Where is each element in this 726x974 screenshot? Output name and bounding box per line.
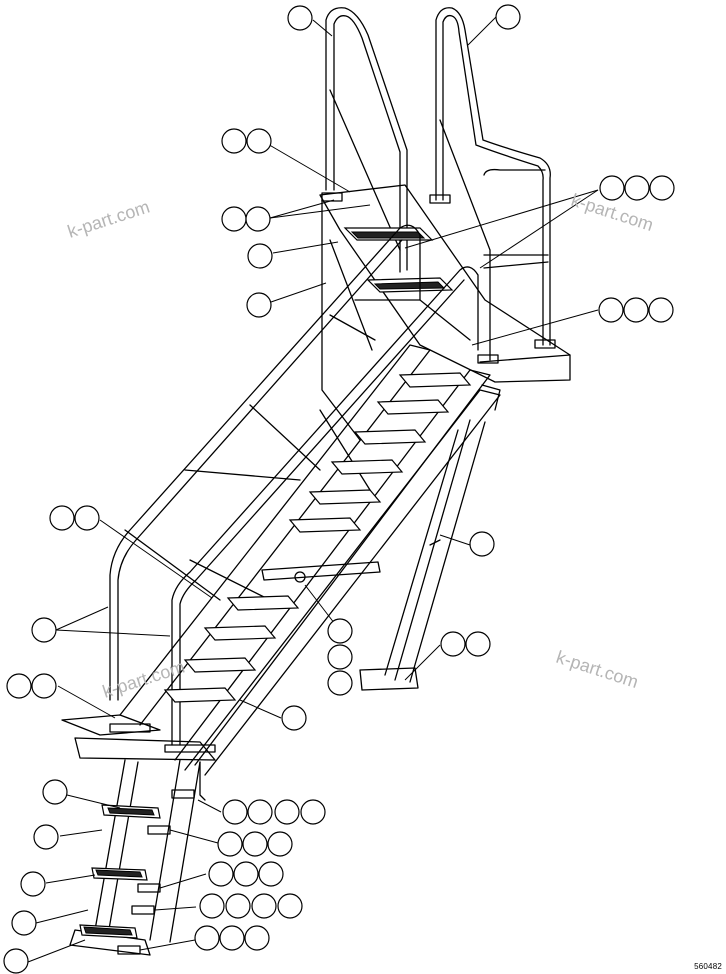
callout-side-rails bbox=[31, 617, 57, 643]
callout-platform-mount bbox=[598, 297, 674, 323]
callout-ladder-left-5 bbox=[3, 948, 29, 974]
callout-rail-clamp-upper bbox=[599, 175, 675, 201]
callout-platform-bolt bbox=[221, 128, 272, 154]
callout-platform-plate bbox=[221, 206, 271, 232]
watermark-1: k-part.com bbox=[65, 197, 152, 242]
callout-upper-stringer bbox=[246, 292, 272, 318]
lower-ladder bbox=[69, 759, 206, 956]
callout-ladder-left-4 bbox=[11, 910, 37, 936]
callout-base-plate bbox=[6, 673, 57, 699]
callout-support-leg bbox=[469, 531, 495, 557]
callout-ladder-left-2 bbox=[33, 824, 59, 850]
callout-upper-tread bbox=[247, 243, 273, 269]
watermark-4: k-part.com bbox=[554, 647, 641, 692]
callout-lower-ladder-low bbox=[199, 893, 303, 919]
callout-bubbles bbox=[3, 4, 675, 974]
callout-pivot-hardware bbox=[327, 644, 353, 696]
callout-leg-foot bbox=[440, 631, 491, 657]
callout-pivot-pin bbox=[327, 618, 353, 644]
watermarks: k-part.com k-part.com k-part.com k-part.… bbox=[65, 190, 656, 702]
callout-ladder-left-1 bbox=[42, 779, 68, 805]
callout-ladder-left-3 bbox=[20, 871, 46, 897]
callout-rail-bracket bbox=[49, 505, 100, 531]
callout-lower-ladder-mid bbox=[208, 861, 284, 887]
callout-lower-ladder-bottom bbox=[194, 925, 270, 951]
callout-main-stringer bbox=[281, 705, 307, 731]
drawing-reference-code: 560482 bbox=[694, 962, 722, 971]
callout-lower-ladder-bracket bbox=[217, 831, 293, 857]
callout-handrail-top-right bbox=[495, 4, 521, 30]
upper-platform bbox=[319, 7, 571, 441]
main-stair bbox=[61, 224, 501, 776]
callout-handrail-top-left bbox=[287, 5, 313, 31]
leader-lines bbox=[27, 16, 599, 963]
callout-lower-ladder-top bbox=[222, 799, 326, 825]
